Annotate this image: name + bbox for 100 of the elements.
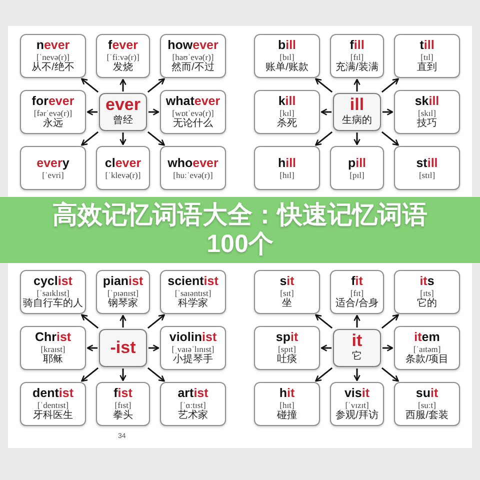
- meaning-text: 西服/套装: [406, 410, 448, 422]
- arrow: [381, 131, 399, 146]
- arrow: [320, 344, 332, 352]
- meaning-text: 参观/拜访: [336, 410, 378, 422]
- word-card: [96, 34, 150, 78]
- arrow: [120, 132, 126, 146]
- arrow: [86, 344, 98, 352]
- arrow: [120, 78, 126, 92]
- meaning-text: 永远: [43, 118, 63, 130]
- word-text: every: [36, 156, 70, 170]
- arrow: [147, 367, 165, 382]
- meaning-text: 科学家: [178, 298, 208, 310]
- word-card: [160, 34, 226, 78]
- phonetic-text: [ˈpɪənɪst]: [107, 288, 139, 298]
- phonetic-text: [ˈsaɪəntɪst]: [174, 288, 212, 298]
- phonetic-text: [ˈɑːtɪst]: [180, 400, 206, 410]
- word-text: forever: [32, 94, 74, 108]
- word-text: violinist: [169, 330, 217, 344]
- meaning-text: 充满/装满: [336, 62, 378, 74]
- arrow: [81, 314, 99, 329]
- arrow: [147, 78, 165, 93]
- word-card: [160, 270, 226, 314]
- phonetic-text: [ˈevri]: [42, 170, 64, 180]
- arrow: [354, 314, 360, 328]
- word-text: cyclist: [34, 274, 72, 288]
- arrow: [354, 368, 360, 382]
- arrow: [315, 314, 333, 329]
- meaning-text: 杀死: [277, 118, 297, 130]
- meaning-text: 曾经: [113, 115, 133, 128]
- word-text: artist: [178, 386, 208, 400]
- meaning-text: 发烧: [113, 62, 133, 74]
- arrow: [382, 108, 394, 116]
- word-text: suit: [416, 386, 438, 400]
- arrow: [86, 108, 98, 116]
- word-text: whatever: [166, 94, 220, 108]
- root-card: [99, 93, 147, 131]
- phonetic-text: [kɪl]: [280, 108, 294, 118]
- phonetic-text: [ˌvaɪəˈlɪnɪst]: [172, 344, 214, 354]
- phonetic-text: [ɪts]: [420, 288, 434, 298]
- phonetic-text: [ˈdentɪst]: [37, 400, 69, 410]
- phonetic-text: [skɪl]: [418, 108, 436, 118]
- root-text: it: [352, 332, 362, 350]
- word-card: [20, 382, 86, 426]
- word-card: [160, 326, 226, 370]
- word-text: visit: [344, 386, 370, 400]
- word-card: [20, 90, 86, 134]
- word-card: [330, 146, 384, 190]
- meaning-text: 碰撞: [277, 410, 297, 422]
- phonetic-text: [fɪst]: [114, 400, 132, 410]
- phonetic-text: [suːt]: [418, 400, 436, 410]
- word-card: [394, 270, 460, 314]
- word-card: [254, 90, 320, 134]
- arrow: [354, 78, 360, 92]
- meaning-text: 生病的: [342, 115, 372, 128]
- arrow: [120, 368, 126, 382]
- phonetic-text: [ˈnevə(r)]: [36, 52, 70, 62]
- word-text: however: [168, 38, 218, 52]
- phonetic-text: [hɪt]: [280, 400, 294, 410]
- word-text: item: [414, 330, 440, 344]
- meaning-text: 技巧: [417, 118, 437, 130]
- phonetic-text: [fɪt]: [350, 288, 364, 298]
- root-text: -ist: [110, 338, 136, 358]
- word-card: [20, 34, 86, 78]
- word-text: skill: [414, 94, 440, 108]
- word-text: fit: [351, 274, 363, 288]
- phonetic-text: [fərˈevə(r)]: [34, 108, 72, 118]
- meaning-text: 吐痰: [277, 354, 297, 366]
- word-card: [96, 146, 150, 190]
- word-text: bill: [278, 38, 296, 52]
- word-text: fever: [108, 38, 138, 52]
- phonetic-text: [ˈaɪtəm]: [413, 344, 441, 354]
- phonetic-text: [sɪt]: [280, 288, 294, 298]
- phonetic-text: [pɪl]: [350, 170, 364, 180]
- arrow: [354, 132, 360, 146]
- phonetic-text: [stɪl]: [418, 170, 436, 180]
- word-text: pianist: [102, 274, 144, 288]
- word-card: [20, 270, 86, 314]
- word-text: hit: [279, 386, 295, 400]
- arrow: [381, 314, 399, 329]
- meaning-text: 它的: [417, 298, 437, 310]
- phonetic-text: [wɒtˈevə(r)]: [172, 108, 214, 118]
- word-text: never: [36, 38, 70, 52]
- meaning-text: 直到: [417, 62, 437, 74]
- word-card: [96, 270, 150, 314]
- phonetic-text: [ˈklevə(r)]: [105, 170, 141, 180]
- word-card: [254, 34, 320, 78]
- arrow: [120, 314, 126, 328]
- word-card: [394, 326, 460, 370]
- meaning-text: 耶稣: [43, 354, 63, 366]
- root-card: [333, 329, 381, 367]
- phonetic-text: [hɪl]: [280, 170, 294, 180]
- phonetic-text: [ˈsaɪklɪst]: [36, 288, 70, 298]
- arrow: [382, 344, 394, 352]
- word-text: whoever: [168, 156, 218, 170]
- arrow: [315, 131, 333, 146]
- meaning-text: 然而/不过: [172, 62, 214, 74]
- root-card: [99, 329, 147, 367]
- word-text: hill: [278, 156, 296, 170]
- phonetic-text: [fɪl]: [350, 52, 364, 62]
- phonetic-text: [kraɪst]: [40, 344, 66, 354]
